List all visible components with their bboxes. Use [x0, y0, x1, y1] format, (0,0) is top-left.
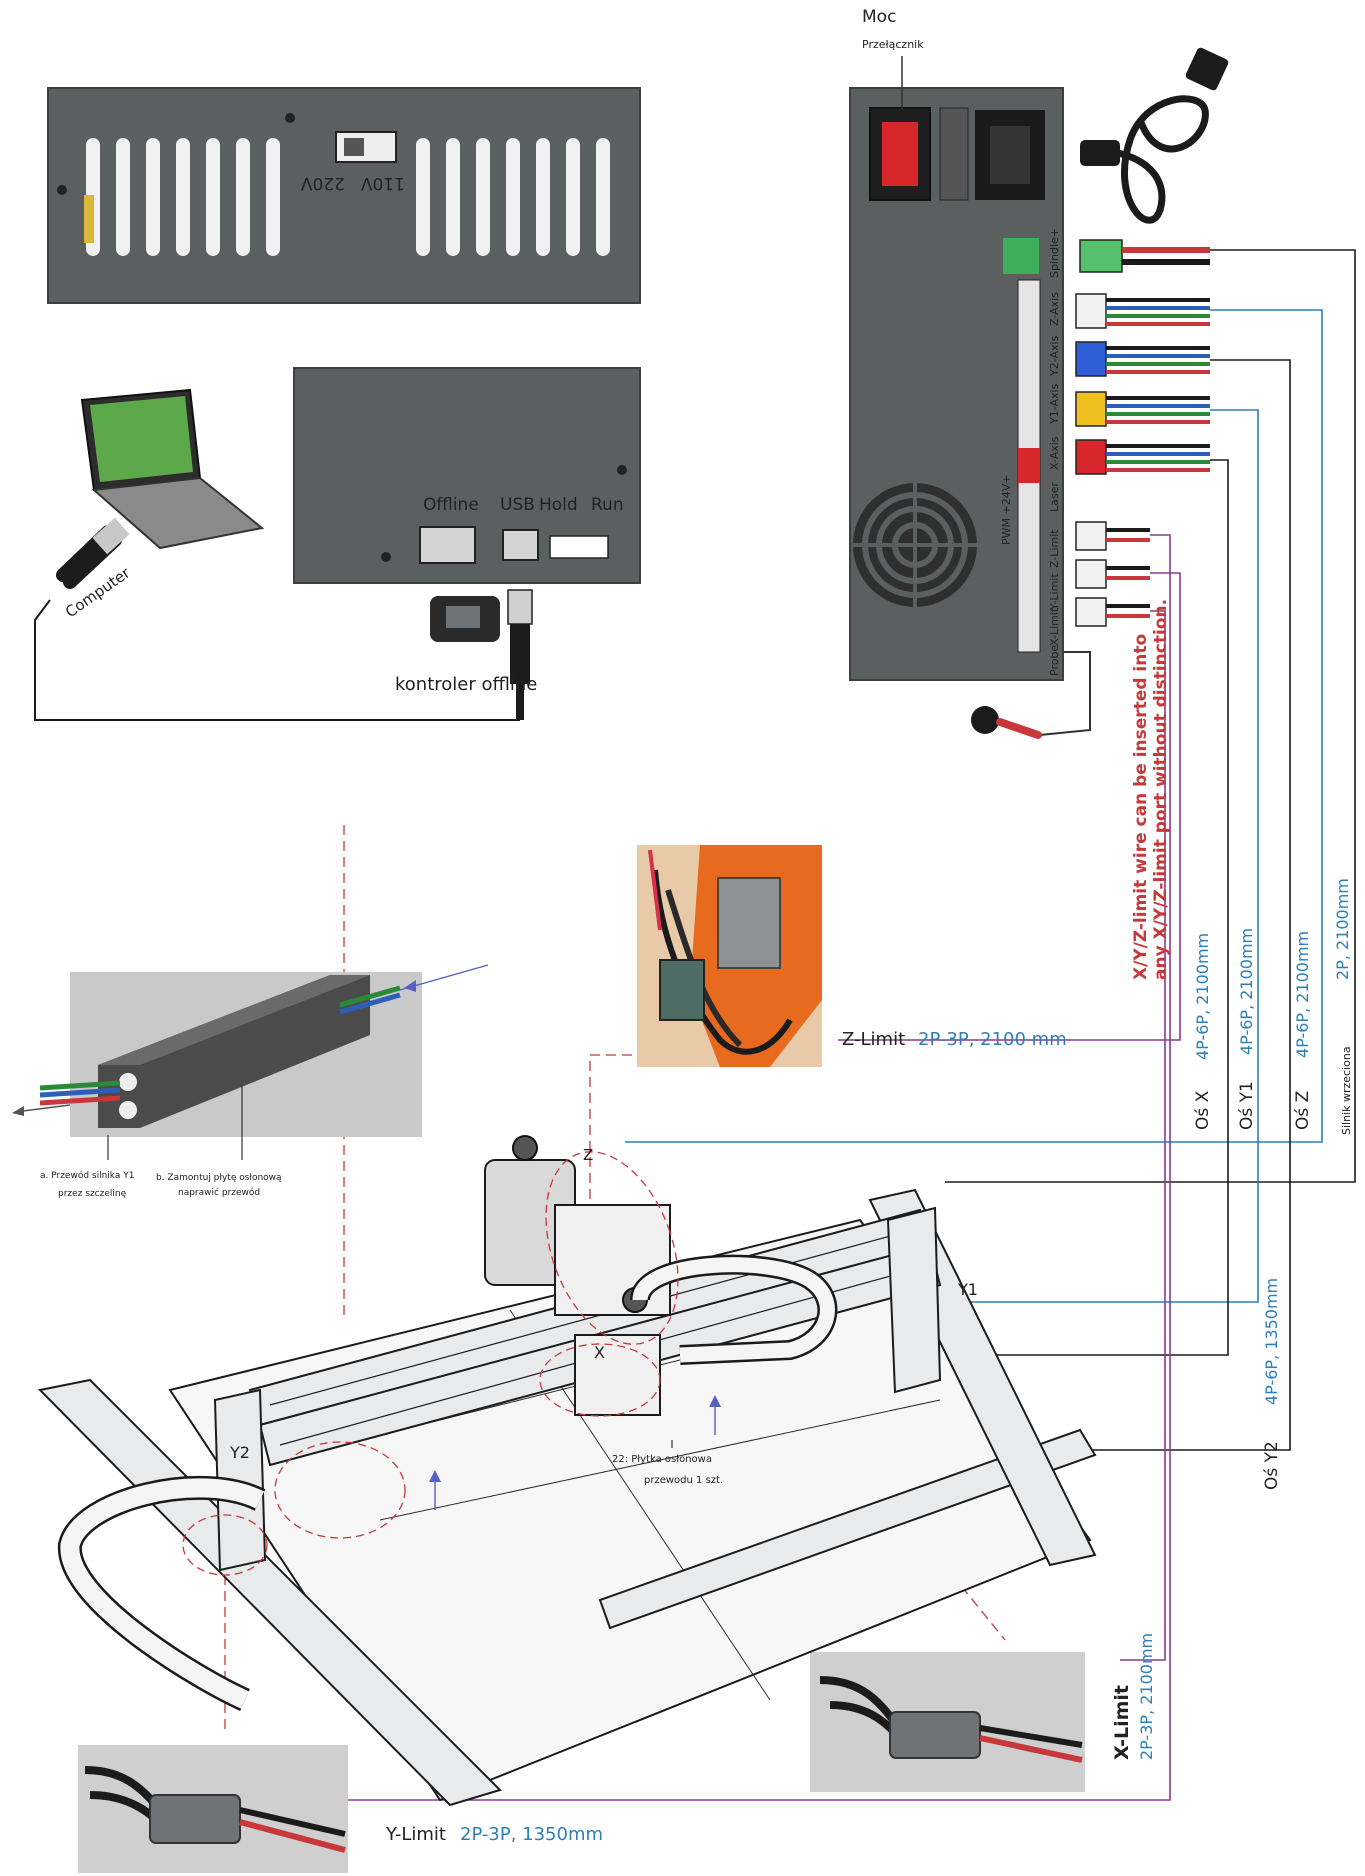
board-port-4: X-Axis	[1048, 436, 1061, 470]
board-port-0: Spindle+	[1048, 228, 1061, 278]
board-port-blocks	[1017, 279, 1041, 653]
machine-z: Z	[583, 1146, 593, 1164]
usb-cable-computer	[34, 517, 520, 721]
y2-axis-connector	[1075, 341, 1210, 377]
board-port-10: Probe	[1048, 645, 1061, 676]
x-limit-spec: 2P-3P, 2100mm	[1137, 1633, 1156, 1760]
cable-guard-photo	[12, 964, 489, 1160]
y-limit-spec: 2P-3P, 1350mm	[460, 1824, 603, 1845]
offline-port[interactable]	[419, 526, 476, 564]
board-port-labels: Spindle+ Z-Axis Y2-Axis Y1-Axis X-Axis L…	[1000, 228, 1061, 676]
cooling-fan	[853, 483, 977, 607]
axis-x-label: Oś X	[1193, 1090, 1213, 1130]
guard-a-line2: przez szczelinę	[58, 1189, 127, 1199]
spindle-terminal[interactable]	[1003, 238, 1039, 274]
z-limit-photo	[637, 845, 822, 1067]
limit-note-1: X/Y/Z-limit wire can be inserted into	[1131, 634, 1151, 980]
port-run: Run	[591, 495, 624, 515]
spindle-spec: 2P, 2100mm	[1333, 878, 1352, 980]
z-limit-spec: 2P-3P, 2100 mm	[918, 1029, 1067, 1050]
vent-slots-right	[416, 138, 610, 256]
fuse-label	[84, 195, 94, 243]
board-port-1: Z-Axis	[1048, 292, 1061, 326]
spindle-connector	[1079, 239, 1210, 273]
power-socket[interactable]	[975, 110, 1045, 200]
board-port-5: Laser	[1048, 482, 1061, 512]
spindle-label: Silnik wrzeciona	[1340, 1046, 1353, 1135]
offline-controller-label: kontroler offline	[395, 674, 537, 695]
axis-y1-label: Oś Y1	[1237, 1081, 1257, 1130]
spec-labels: X/Y/Z-limit wire can be inserted into an…	[1111, 599, 1353, 1760]
board-port-7: Z-Limit	[1048, 529, 1061, 568]
power-cord-icon	[1080, 47, 1229, 224]
x-limit-label: X-Limit	[1111, 1685, 1133, 1760]
axis-y2-spec: 4P-6P, 1350mm	[1262, 1278, 1281, 1405]
port-offline: Offline	[423, 495, 479, 515]
z-limit-label: Z-Limit	[842, 1029, 905, 1050]
power-subtitle: Przełącznik	[862, 38, 924, 51]
offline-controller-icon	[430, 596, 500, 642]
port-hold: Hold	[539, 495, 578, 515]
psu-panel: 110V 220V	[47, 87, 641, 304]
guard-a-line1: a. Przewód silnika Y1	[40, 1170, 134, 1181]
laptop-icon	[80, 388, 265, 550]
usb-plug	[507, 589, 533, 720]
y-limit-label: Y-Limit	[385, 1824, 446, 1845]
hold-run-port[interactable]	[549, 535, 609, 559]
guard-b-line2: naprawić przewód	[178, 1187, 260, 1198]
board-port-2: Y2-Axis	[1048, 335, 1061, 377]
control-box	[849, 87, 1064, 681]
plate-line1: 22: Płytka osłonowa	[612, 1454, 712, 1465]
board-port-3: Y1-Axis	[1048, 383, 1061, 425]
axis-z-label: Oś Z	[1293, 1091, 1313, 1130]
board-port-9: X-Limit	[1048, 607, 1061, 646]
limit-note-2: any X/Y/Z-limit port without distinction…	[1151, 599, 1171, 980]
probe-clip-icon	[971, 651, 1091, 739]
y1-axis-connector	[1075, 391, 1210, 427]
voltage-220: 220V	[301, 173, 345, 193]
z-axis-connector	[1075, 293, 1210, 329]
wire-runs	[265, 249, 1356, 1801]
port-usb: USB	[500, 495, 535, 515]
axis-y2-label: Oś Y2	[1262, 1441, 1282, 1490]
usb-port[interactable]	[502, 529, 539, 561]
board-port-8: Y-Limit	[1048, 573, 1061, 611]
voltage-switch[interactable]	[335, 131, 397, 163]
axis-z-spec: 4P-6P, 2100mm	[1293, 931, 1312, 1058]
y-limit-photo	[78, 1745, 348, 1873]
cnc-machine	[37, 1135, 1097, 1807]
controller-panel: Offline USB Hold Run	[293, 367, 641, 584]
guard-b-line1: b. Zamontuj płytę osłonową	[156, 1173, 282, 1183]
axis-y1-spec: 4P-6P, 2100mm	[1237, 928, 1256, 1055]
machine-y1: Y1	[957, 1280, 978, 1299]
limit-connectors	[1075, 521, 1150, 627]
x-limit-photo	[810, 1652, 1085, 1792]
plate-line2: przewodu 1 szt.	[644, 1475, 723, 1486]
axis-x-spec: 4P-6P, 2100mm	[1193, 933, 1212, 1060]
x-axis-connector	[1075, 439, 1210, 475]
board-port-6: PWM +24V+	[1000, 475, 1013, 545]
machine-x: X	[594, 1343, 605, 1362]
power-title: Moc	[862, 7, 896, 27]
power-switch[interactable]	[869, 107, 931, 201]
machine-y2: Y2	[229, 1443, 250, 1462]
voltage-110: 110V	[361, 173, 405, 193]
